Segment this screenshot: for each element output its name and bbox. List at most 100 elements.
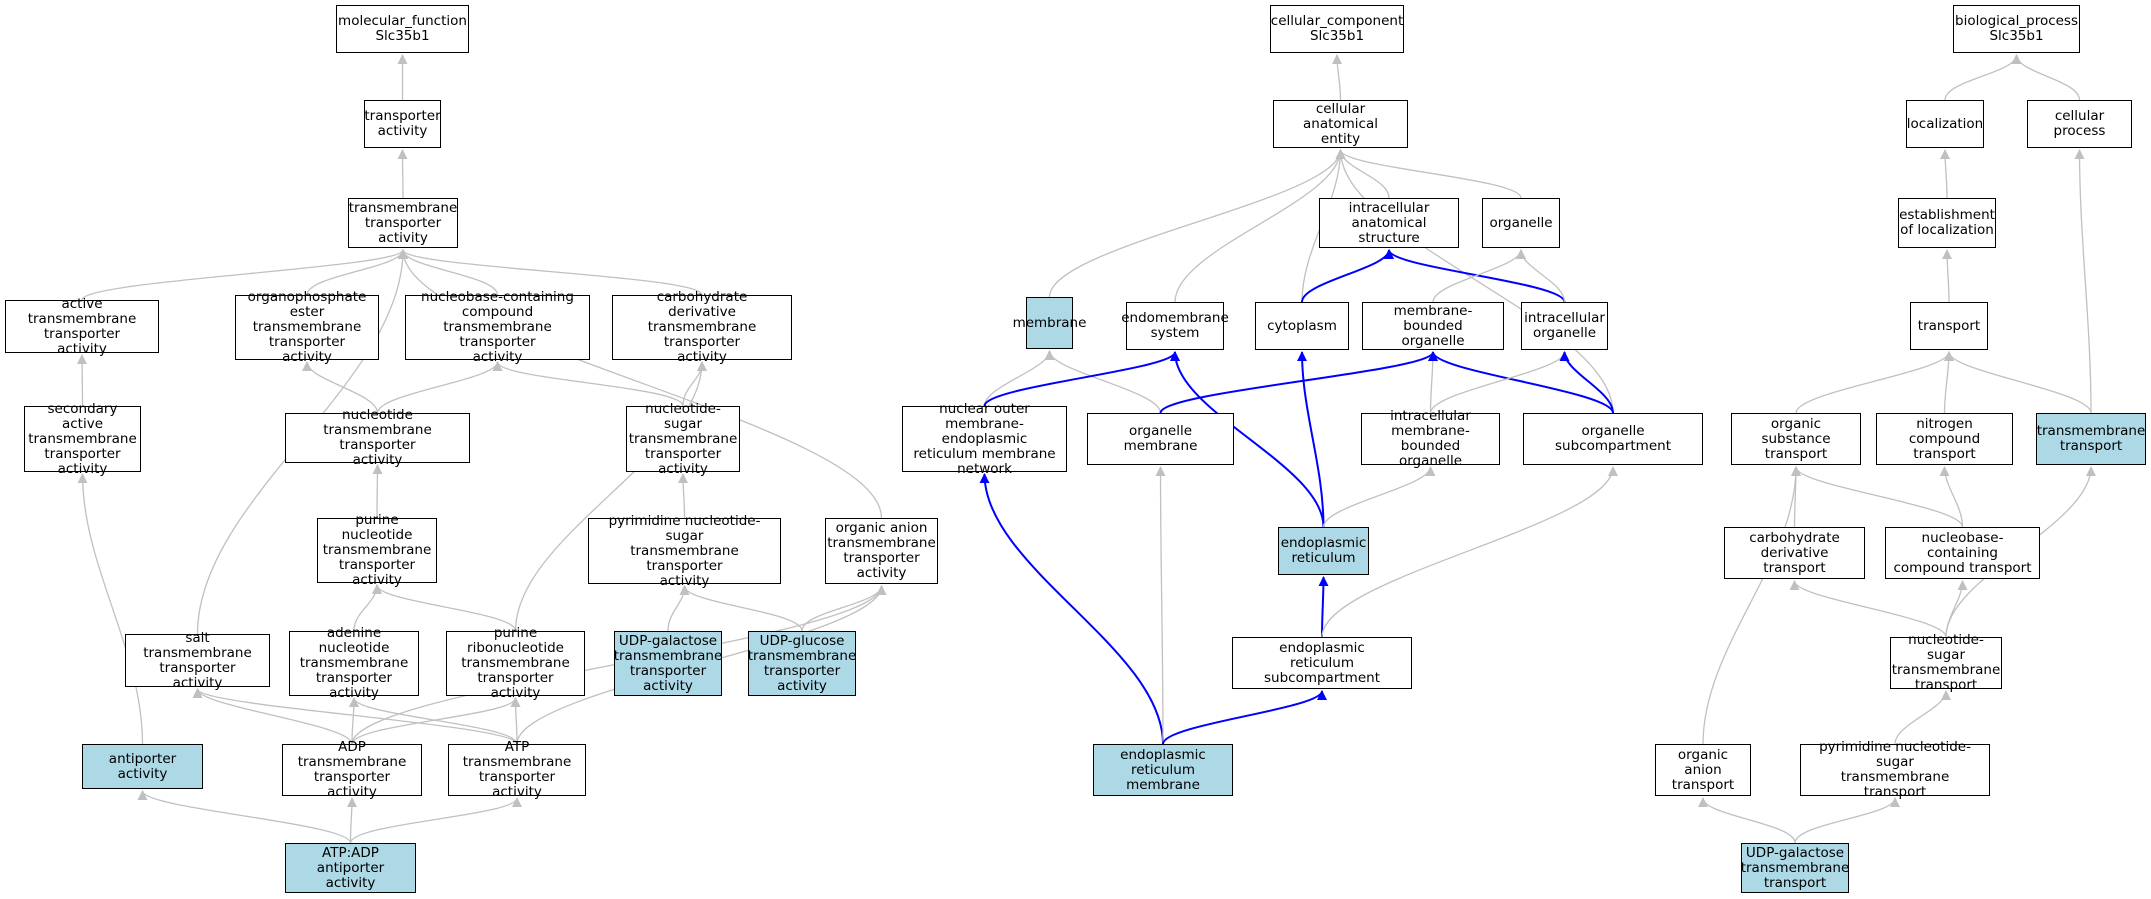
go-term-bp-root[interactable]: biological_process Slc35b1 xyxy=(1953,5,2080,53)
go-term-organic-anion-tm[interactable]: organic anion transmembrane transporter … xyxy=(825,518,938,584)
go-term-label: intracellular anatomical structure xyxy=(1348,199,1430,246)
go-term-organelle-membrane[interactable]: organelle membrane xyxy=(1087,413,1234,465)
go-term-transporter-activity[interactable]: transporter activity xyxy=(364,100,441,148)
go-term-er-membrane[interactable]: endoplasmic reticulum membrane xyxy=(1093,744,1233,796)
go-term-label: transport xyxy=(1917,317,1981,334)
go-term-secondary-active[interactable]: secondary active transmembrane transport… xyxy=(24,401,141,476)
edge-antiporter-to-secondary-active xyxy=(77,473,144,745)
go-term-label: intracellular membrane-bounded organelle xyxy=(1390,408,1471,469)
go-term-nuc-sugar-transport[interactable]: nucleotide-sugar transmembrane transport xyxy=(1890,633,2002,693)
edge-endomembrane-to-cell-anat xyxy=(1174,149,1346,303)
go-term-tm-transporter[interactable]: transmembrane transporter activity xyxy=(348,198,458,248)
edge-er-to-intracell-mem-bound xyxy=(1322,466,1436,528)
edge-udp-gal-transport-to-pyr-nuc-sugar-transport xyxy=(1794,797,1900,844)
go-term-label: endomembrane system xyxy=(1121,310,1229,341)
go-term-cytoplasm[interactable]: cytoplasm xyxy=(1255,302,1349,350)
go-term-label: localization xyxy=(1906,115,1984,132)
go-term-carb-deriv-tm[interactable]: carbohydrate derivative transmembrane tr… xyxy=(612,290,792,365)
go-term-er-subcomp[interactable]: endoplasmic reticulum subcompartment xyxy=(1232,637,1412,689)
go-term-label: cellular_component Slc35b1 xyxy=(1270,13,1404,44)
go-term-label: cytoplasm xyxy=(1267,317,1337,334)
edge-organelle-membrane-to-membrane xyxy=(1044,350,1162,414)
edge-nitrogen-transport-to-transport xyxy=(1943,351,1954,414)
go-term-nuc-sugar-tm[interactable]: nucleotide-sugar transmembrane transport… xyxy=(626,401,740,476)
edge-er-to-cytoplasm xyxy=(1297,351,1325,528)
go-term-label: transmembrane transporter activity xyxy=(348,199,458,246)
go-term-nuclear-outer[interactable]: nuclear outer membrane-endoplasmic retic… xyxy=(902,401,1067,476)
edge-organelle-subcomp-to-cell-anat xyxy=(1335,149,1614,414)
edge-tm-transporter-to-transporter-activity xyxy=(397,149,408,199)
go-term-atp-tm[interactable]: ATP transmembrane transporter activity xyxy=(448,740,586,800)
go-term-label: molecular_function Slc35b1 xyxy=(338,13,467,44)
edge-er-subcomp-to-organelle-subcomp xyxy=(1321,466,1618,638)
go-term-active-tm[interactable]: active transmembrane transporter activit… xyxy=(5,296,159,356)
go-term-label: pyrimidine nucleotide-sugar transmembran… xyxy=(1819,739,1971,800)
go-term-label: UDP-glucose transmembrane transporter ac… xyxy=(747,632,857,694)
edge-organic-sub-transport-to-transport xyxy=(1795,351,1954,414)
go-term-antiporter[interactable]: antiporter activity xyxy=(82,744,203,789)
go-term-establishment-loc[interactable]: establishment of localization xyxy=(1898,198,1996,248)
edge-layer xyxy=(77,54,2096,844)
go-term-organelle-subcomp[interactable]: organelle subcompartment xyxy=(1523,413,1703,465)
go-term-udp-gal-transport[interactable]: UDP-galactose transmembrane transport xyxy=(1741,843,1849,893)
go-term-label: ATP transmembrane transporter activity xyxy=(462,739,572,800)
go-term-adenine-nuc-tm[interactable]: adenine nucleotide transmembrane transpo… xyxy=(289,626,419,701)
go-term-nitrogen-transport[interactable]: nitrogen compound transport xyxy=(1876,413,2013,465)
go-term-mf-root[interactable]: molecular_function Slc35b1 xyxy=(336,5,469,53)
go-term-label: organelle membrane xyxy=(1123,423,1198,454)
edge-establishment-loc-to-localization xyxy=(1940,149,1951,199)
go-term-adp-tm[interactable]: ADP transmembrane transporter activity xyxy=(282,740,422,800)
go-term-cell-anat[interactable]: cellular anatomical entity xyxy=(1273,100,1408,148)
edge-nucleotide-tm-to-nucleobase-tm xyxy=(376,361,503,414)
edge-atp-tm-to-salt-tm xyxy=(192,688,518,745)
go-term-nucleobase-transport[interactable]: nucleobase-containing compound transport xyxy=(1885,527,2040,579)
go-term-tm-transport[interactable]: transmembrane transport xyxy=(2036,413,2146,465)
go-term-label: nuclear outer membrane-endoplasmic retic… xyxy=(913,400,1056,477)
go-term-cc-root[interactable]: cellular_component Slc35b1 xyxy=(1270,5,1404,53)
edge-udp-gal-transport-to-organic-anion-transport xyxy=(1698,797,1796,844)
go-term-label: active transmembrane transporter activit… xyxy=(27,295,137,357)
go-term-organophosphate-tm[interactable]: organophosphate ester transmembrane tran… xyxy=(235,290,379,365)
go-term-carb-deriv-transport[interactable]: carbohydrate derivative transport xyxy=(1724,527,1865,579)
edge-tm-transport-to-transport xyxy=(1944,351,2092,414)
go-term-label: organophosphate ester transmembrane tran… xyxy=(247,289,367,365)
go-term-label: biological_process Slc35b1 xyxy=(1955,13,2078,44)
edge-pyr-nuc-sugar-transport-to-nuc-sugar-transport xyxy=(1894,690,1951,745)
go-term-intracell-org[interactable]: intracellular organelle xyxy=(1521,302,1608,350)
go-term-intracell-mem-bound[interactable]: intracellular membrane-bounded organelle xyxy=(1361,409,1500,469)
edge-adp-tm-to-salt-tm xyxy=(192,688,353,745)
go-term-organic-sub-transport[interactable]: organic substance transport xyxy=(1731,413,1861,465)
edge-membrane-to-cell-anat xyxy=(1048,149,1346,298)
go-term-er[interactable]: endoplasmic reticulum xyxy=(1278,527,1369,575)
edge-secondary-active-to-active-tm xyxy=(77,354,88,407)
go-term-nucleotide-tm[interactable]: nucleotide transmembrane transporter act… xyxy=(285,408,470,468)
go-term-label: ATP:ADP antiporter activity xyxy=(316,844,385,891)
go-term-atp-adp[interactable]: ATP:ADP antiporter activity xyxy=(285,843,416,893)
go-term-label: organic anion transport xyxy=(1671,746,1735,793)
go-term-udp-gal-tm[interactable]: UDP-galactose transmembrane transporter … xyxy=(614,631,722,696)
go-term-membrane[interactable]: membrane xyxy=(1013,297,1086,349)
go-term-salt-tm[interactable]: salt transmembrane transporter activity xyxy=(125,630,270,690)
go-term-purine-nuc-tm[interactable]: purine nucleotide transmembrane transpor… xyxy=(317,513,437,588)
go-term-udp-glc-tm[interactable]: UDP-glucose transmembrane transporter ac… xyxy=(748,631,856,696)
go-term-organelle[interactable]: organelle xyxy=(1482,198,1560,248)
go-term-nucleobase-tm[interactable]: nucleobase-containing compound transmemb… xyxy=(405,290,590,365)
go-term-transport[interactable]: transport xyxy=(1910,302,1988,350)
edge-nuc-sugar-transport-to-carb-deriv-transport xyxy=(1789,580,1947,638)
go-term-endomembrane[interactable]: endomembrane system xyxy=(1121,302,1229,350)
go-term-pyr-nuc-sugar-tm[interactable]: pyrimidine nucleotide-sugar transmembran… xyxy=(588,513,781,588)
go-term-mem-bound-org[interactable]: membrane-bounded organelle xyxy=(1362,302,1504,350)
edge-purine-ribo-tm-to-carb-deriv-tm xyxy=(514,361,707,632)
go-term-purine-ribo-tm[interactable]: purine ribonucleotide transmembrane tran… xyxy=(446,626,585,701)
go-term-localization[interactable]: localization xyxy=(1906,100,1984,148)
go-term-cellular-process[interactable]: cellular process xyxy=(2027,100,2132,148)
edge-cell-anat-to-cc-root xyxy=(1332,54,1343,101)
edge-nuclear-outer-to-endomembrane xyxy=(983,351,1180,407)
edge-purine-nuc-tm-to-nucleotide-tm xyxy=(372,464,383,519)
go-term-organic-anion-transport[interactable]: organic anion transport xyxy=(1655,744,1751,796)
go-term-label: nucleobase-containing compound transmemb… xyxy=(421,289,574,365)
go-term-intracell-anat[interactable]: intracellular anatomical structure xyxy=(1319,198,1459,248)
go-term-pyr-nuc-sugar-transport[interactable]: pyrimidine nucleotide-sugar transmembran… xyxy=(1800,740,1990,800)
edge-cytoplasm-to-intracell-anat xyxy=(1301,249,1394,303)
